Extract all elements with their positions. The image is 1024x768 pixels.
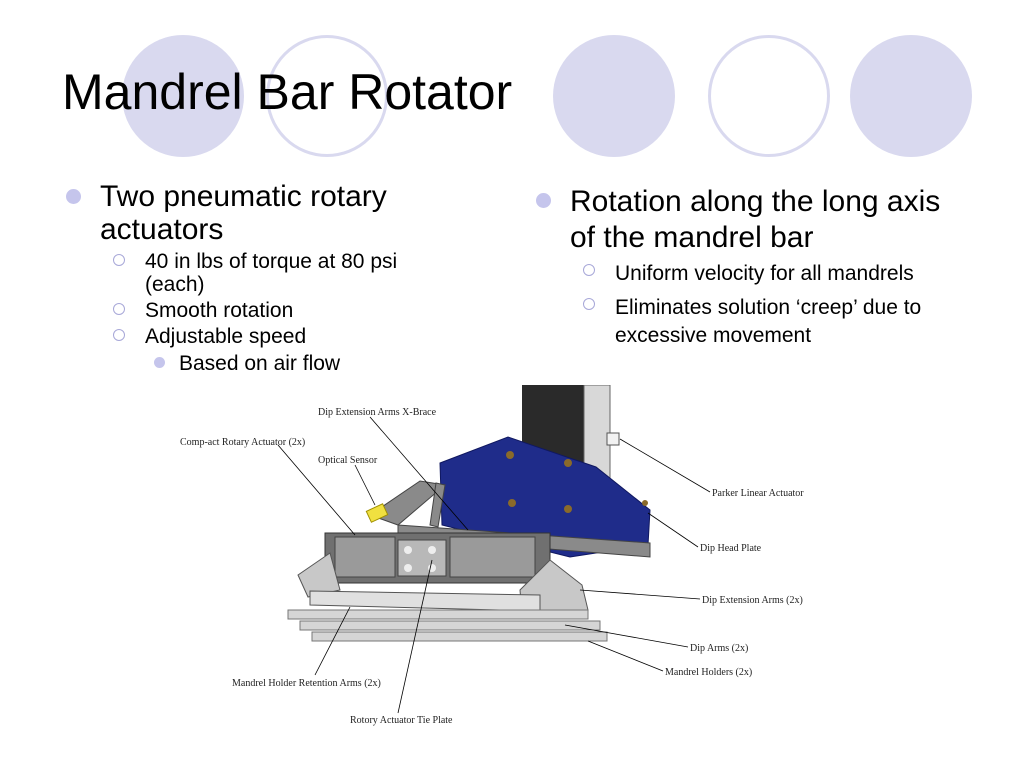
label-optical-sensor: Optical Sensor [318,455,378,466]
left-column: Two pneumatic rotary actuators 40 in lbs… [62,180,462,376]
decorative-circle-2 [553,35,675,157]
decorative-circle-1 [122,35,244,157]
label-retention-arms: Mandrel Holder Retention Arms (2x) [232,678,381,689]
slide-title: Mandrel Bar Rotator [62,64,513,120]
label-dip-head-plate: Dip Head Plate [700,543,762,554]
right-column: Rotation along the long axis of the mand… [532,184,952,353]
label-linear-actuator: Parker Linear Actuator [712,488,804,499]
label-dip-arms: Dip Arms (2x) [690,643,748,654]
bullet-heading: Rotation along the long axis of the mand… [532,184,952,256]
sub-bullet: 40 in lbs of torque at 80 psi (each) [99,250,462,296]
dip-arm [297,552,341,598]
sub-bullet: Uniform velocity for all mandrels [569,260,952,288]
sub-sub-bullet: Based on air flow [151,351,462,376]
label-mandrel-holders: Mandrel Holders (2x) [665,667,752,678]
decorative-circle-3 [850,35,972,157]
decorative-ring-1 [266,35,388,157]
sub-bullet: Eliminates solution ‘creep’ due to exces… [569,294,952,350]
label-rotary-actuator: Comp-act Rotary Actuator (2x) [180,437,305,448]
rotary-actuator-tie-plate [309,590,541,612]
mandrel-holders [287,609,608,642]
mandrel-rotator-diagram: Dip Extension Arms X-Brace Comp-act Rota… [180,385,804,726]
sub-bullet: Smooth rotation [99,299,462,322]
bullet-heading: Two pneumatic rotary actuators [62,180,462,246]
label-x-brace: Dip Extension Arms X-Brace [318,407,437,418]
sub-bullet: Adjustable speed [99,325,462,348]
decorative-ring-2 [708,35,830,157]
label-tie-plate: Rotory Actuator Tie Plate [350,715,453,726]
optical-sensor [365,503,389,523]
rotary-actuator [324,532,551,584]
label-dip-extension-arms: Dip Extension Arms (2x) [702,595,803,606]
